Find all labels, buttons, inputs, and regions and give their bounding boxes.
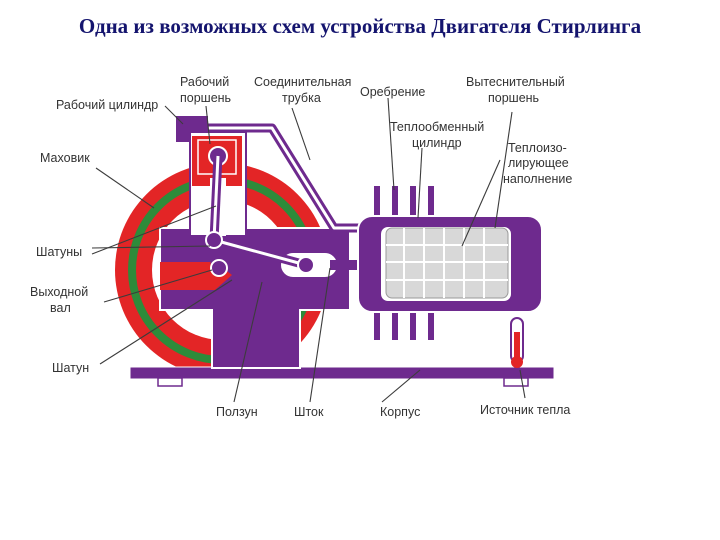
label-fins: Оребрение <box>360 85 425 99</box>
connecting-tube-inner <box>208 126 362 230</box>
label-connecting-tube-2: трубка <box>282 91 321 105</box>
displacer-piston <box>385 227 509 299</box>
label-connecting-rods: Шатуны <box>36 245 82 259</box>
diagram-title: Одна из возможных схем устройства Двигат… <box>78 14 642 38</box>
label-insulation-3: наполнение <box>503 172 572 186</box>
rod-joint <box>205 231 223 249</box>
cooling-fins <box>374 186 434 340</box>
label-pointers <box>91 97 526 403</box>
label-connecting-tube-1: Соединительная <box>254 75 351 89</box>
crosshead-pin <box>297 256 315 274</box>
label-rod: Шток <box>294 405 324 419</box>
base-foot-right <box>503 377 529 387</box>
label-insulation-1: Теплоизо- <box>508 141 567 155</box>
label-connecting-rod: Шатун <box>52 361 89 375</box>
output-shaft <box>210 259 228 277</box>
label-working-cylinder: Рабочий цилиндр <box>56 98 158 112</box>
label-output-shaft-1: Выходной <box>30 285 88 299</box>
label-displacer-2: поршень <box>488 91 539 105</box>
label-heat-source: Источник тепла <box>480 403 570 417</box>
label-housing: Корпус <box>380 405 420 419</box>
labels: Рабочий поршень Соединительная трубка Вы… <box>30 75 572 419</box>
label-flywheel: Маховик <box>40 151 90 165</box>
heat-source-thermometer <box>510 317 524 368</box>
base-foot-left <box>157 377 183 387</box>
label-output-shaft-2: вал <box>50 301 71 315</box>
label-displacer-1: Вытеснительный <box>466 75 565 89</box>
base-plate <box>129 366 555 380</box>
label-slider: Ползун <box>216 405 258 419</box>
label-heat-exchange-2: цилиндр <box>412 136 462 150</box>
label-insulation-2: лирующее <box>508 156 569 170</box>
label-working-piston-2: поршень <box>180 91 231 105</box>
label-working-piston-1: Рабочий <box>180 75 229 89</box>
label-heat-exchange-1: Теплообменный <box>390 120 484 134</box>
